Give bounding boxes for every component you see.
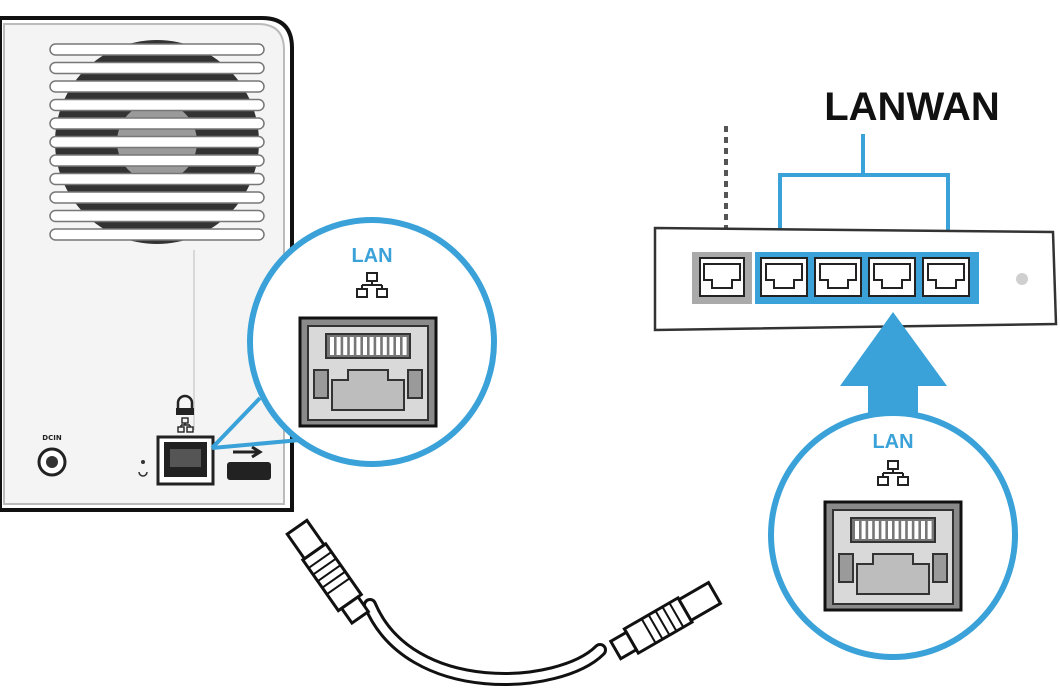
port-pins [325, 333, 411, 359]
reset-hole [138, 460, 148, 477]
port-pin [888, 521, 892, 539]
cable-connector-left [285, 518, 371, 626]
callout-nas-label: LAN [351, 245, 392, 267]
port-pin [349, 337, 354, 355]
usb-port[interactable] [227, 445, 271, 480]
cable-connector-right [608, 580, 723, 661]
port-pin [343, 337, 348, 355]
grille-slot [49, 80, 265, 93]
port-pin [927, 521, 932, 539]
router-label: LANWAN [824, 85, 1000, 129]
wan-port[interactable] [692, 252, 752, 304]
grille-slot [49, 43, 265, 56]
lock-icon [176, 394, 194, 415]
router-lan-port[interactable] [814, 257, 862, 297]
port-pin [881, 521, 886, 539]
power-jack: DCIN [37, 434, 67, 477]
ethernet-cable [285, 518, 723, 686]
nas-lan-port[interactable] [156, 435, 215, 486]
grille-slot [49, 191, 265, 204]
port-pin [369, 337, 374, 355]
port-pins [850, 517, 936, 543]
port-pin [356, 337, 361, 355]
port-pin [921, 521, 925, 539]
port-pin [402, 337, 407, 355]
port-pin [336, 337, 341, 355]
usb-icon [233, 445, 263, 459]
port-pin [363, 337, 367, 355]
grille-slot [49, 61, 265, 75]
network-icon [877, 460, 909, 486]
port-pin [330, 337, 334, 355]
port-pin [901, 521, 906, 539]
port-pin [389, 337, 394, 355]
port-pin [868, 521, 873, 539]
port-pin [396, 337, 400, 355]
router: LANWAN [653, 85, 1058, 332]
grille-slot [49, 154, 265, 167]
router-lan-port[interactable] [760, 257, 808, 297]
port-pin [861, 521, 866, 539]
arrow-up-icon [840, 312, 947, 420]
grille-slot [49, 98, 265, 112]
router-lan-ports[interactable] [760, 257, 970, 297]
port-pin [376, 337, 381, 355]
callout-router: LAN [768, 410, 1018, 660]
power-label: DCIN [42, 434, 62, 442]
network-icon [177, 417, 194, 433]
port-pin [907, 521, 912, 539]
port-pin [894, 521, 899, 539]
grille-slot [49, 172, 265, 186]
port-pin [874, 521, 879, 539]
grille-slot [49, 117, 265, 130]
port-pin [855, 521, 859, 539]
network-icon [356, 272, 388, 298]
grille-slot [49, 209, 265, 223]
fan-grille [49, 40, 265, 244]
callout-nas: LAN [210, 217, 497, 467]
router-lan-port[interactable] [868, 257, 916, 297]
port-pin [382, 337, 387, 355]
rj45-port [298, 316, 438, 428]
callout-router-label: LAN [872, 431, 913, 453]
router-lan-port[interactable] [922, 257, 970, 297]
port-pin [914, 521, 919, 539]
grille-slot [49, 135, 265, 149]
grille-slot [49, 228, 265, 241]
rj45-port [823, 500, 963, 612]
router-led [1016, 273, 1028, 285]
